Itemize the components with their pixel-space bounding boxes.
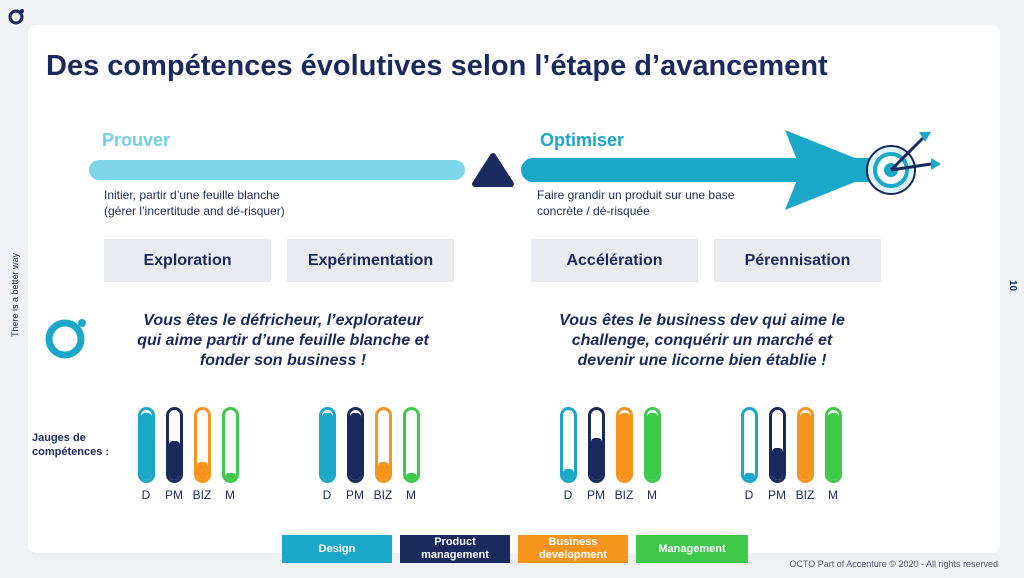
gauge-skill-label: D xyxy=(563,488,573,502)
skill-gauge xyxy=(588,407,605,483)
gauge-fill xyxy=(350,413,361,480)
gauge-fill xyxy=(619,413,630,480)
stage-perennisation: Pérennisation xyxy=(714,239,881,282)
skill-gauge xyxy=(403,407,420,483)
gauge-skill-label: M xyxy=(406,488,416,502)
skill-gauge xyxy=(222,407,239,483)
stage-acceleration: Accélération xyxy=(531,239,698,282)
gauge-skill-label: BIZ xyxy=(614,488,634,502)
side-tagline: There is a better way xyxy=(10,252,20,338)
gauge-skill-label: M xyxy=(828,488,838,502)
prouver-bar xyxy=(89,160,465,180)
skill-gauge xyxy=(347,407,364,483)
skill-gauge xyxy=(741,407,758,483)
gauge-skill-label: BIZ xyxy=(795,488,815,502)
footer-copyright: OCTO Part of Accenture © 2020 - All righ… xyxy=(789,559,998,569)
octo-logo-icon xyxy=(8,9,24,25)
gauge-fill xyxy=(225,473,236,480)
gauge-skill-label: D xyxy=(744,488,754,502)
optimiser-bar xyxy=(521,158,891,182)
legend-management: Management xyxy=(636,535,748,563)
skill-gauge xyxy=(644,407,661,483)
phase-optimiser-label: Optimiser xyxy=(540,130,625,150)
gauge-skill-label: D xyxy=(322,488,332,502)
gauge-fill xyxy=(591,438,602,480)
gauge-fill xyxy=(744,473,755,480)
gauge-fill xyxy=(772,448,783,480)
gauge-skill-label: PM xyxy=(587,488,605,502)
gauge-skill-label: BIZ xyxy=(373,488,393,502)
gauge-fill xyxy=(322,413,333,480)
target-icon xyxy=(866,132,941,195)
gauge-fill xyxy=(563,469,574,480)
skill-gauge xyxy=(375,407,392,483)
gauge-skill-label: PM xyxy=(346,488,364,502)
skill-gauge xyxy=(560,407,577,483)
gauge-skill-label: BIZ xyxy=(192,488,212,502)
stage-exploration: Exploration xyxy=(104,239,271,282)
gauge-fill xyxy=(197,462,208,480)
gauge-fill xyxy=(647,413,658,480)
page-title: Des compétences évolutives selon l’étape… xyxy=(46,50,828,82)
octo-eye-icon xyxy=(45,319,86,359)
page-number: 10 xyxy=(1006,279,1018,292)
skill-gauge xyxy=(616,407,633,483)
arrow-head xyxy=(785,130,885,210)
gauge-skill-label: M xyxy=(225,488,235,502)
skill-gauge xyxy=(797,407,814,483)
gauge-fill xyxy=(378,462,389,480)
skill-gauge xyxy=(319,407,336,483)
stage-separator-icon xyxy=(472,153,514,187)
skill-gauge xyxy=(825,407,842,483)
prouver-description: Initier, partir d’une feuille blanche (g… xyxy=(104,188,285,218)
skill-gauge xyxy=(166,407,183,483)
gauge-fill xyxy=(141,413,152,480)
phase-prouver-label: Prouver xyxy=(102,130,171,150)
gauge-fill xyxy=(828,413,839,480)
gauge-skill-label: D xyxy=(141,488,151,502)
gauge-fill xyxy=(406,473,417,480)
gauges-label: Jauges de compétences : xyxy=(32,432,110,458)
progress-arrow-graphic xyxy=(89,130,941,210)
quote-business-dev: Vous êtes le business dev qui aime le ch… xyxy=(559,312,845,369)
quote-explorer: Vous êtes le défricheur, l’explorateur q… xyxy=(137,312,429,369)
skill-gauge xyxy=(138,407,155,483)
gauge-skill-label: M xyxy=(647,488,657,502)
gauge-fill xyxy=(169,441,180,480)
skill-gauge xyxy=(769,407,786,483)
gauge-skill-label: PM xyxy=(768,488,786,502)
gauge-fill xyxy=(800,413,811,480)
skill-gauge xyxy=(194,407,211,483)
stage-experimentation: Expérimentation xyxy=(287,239,454,282)
optimiser-description: Faire grandir un produit sur une base co… xyxy=(537,188,735,218)
gauge-skill-label: PM xyxy=(165,488,183,502)
legend-design: Design xyxy=(282,535,392,563)
